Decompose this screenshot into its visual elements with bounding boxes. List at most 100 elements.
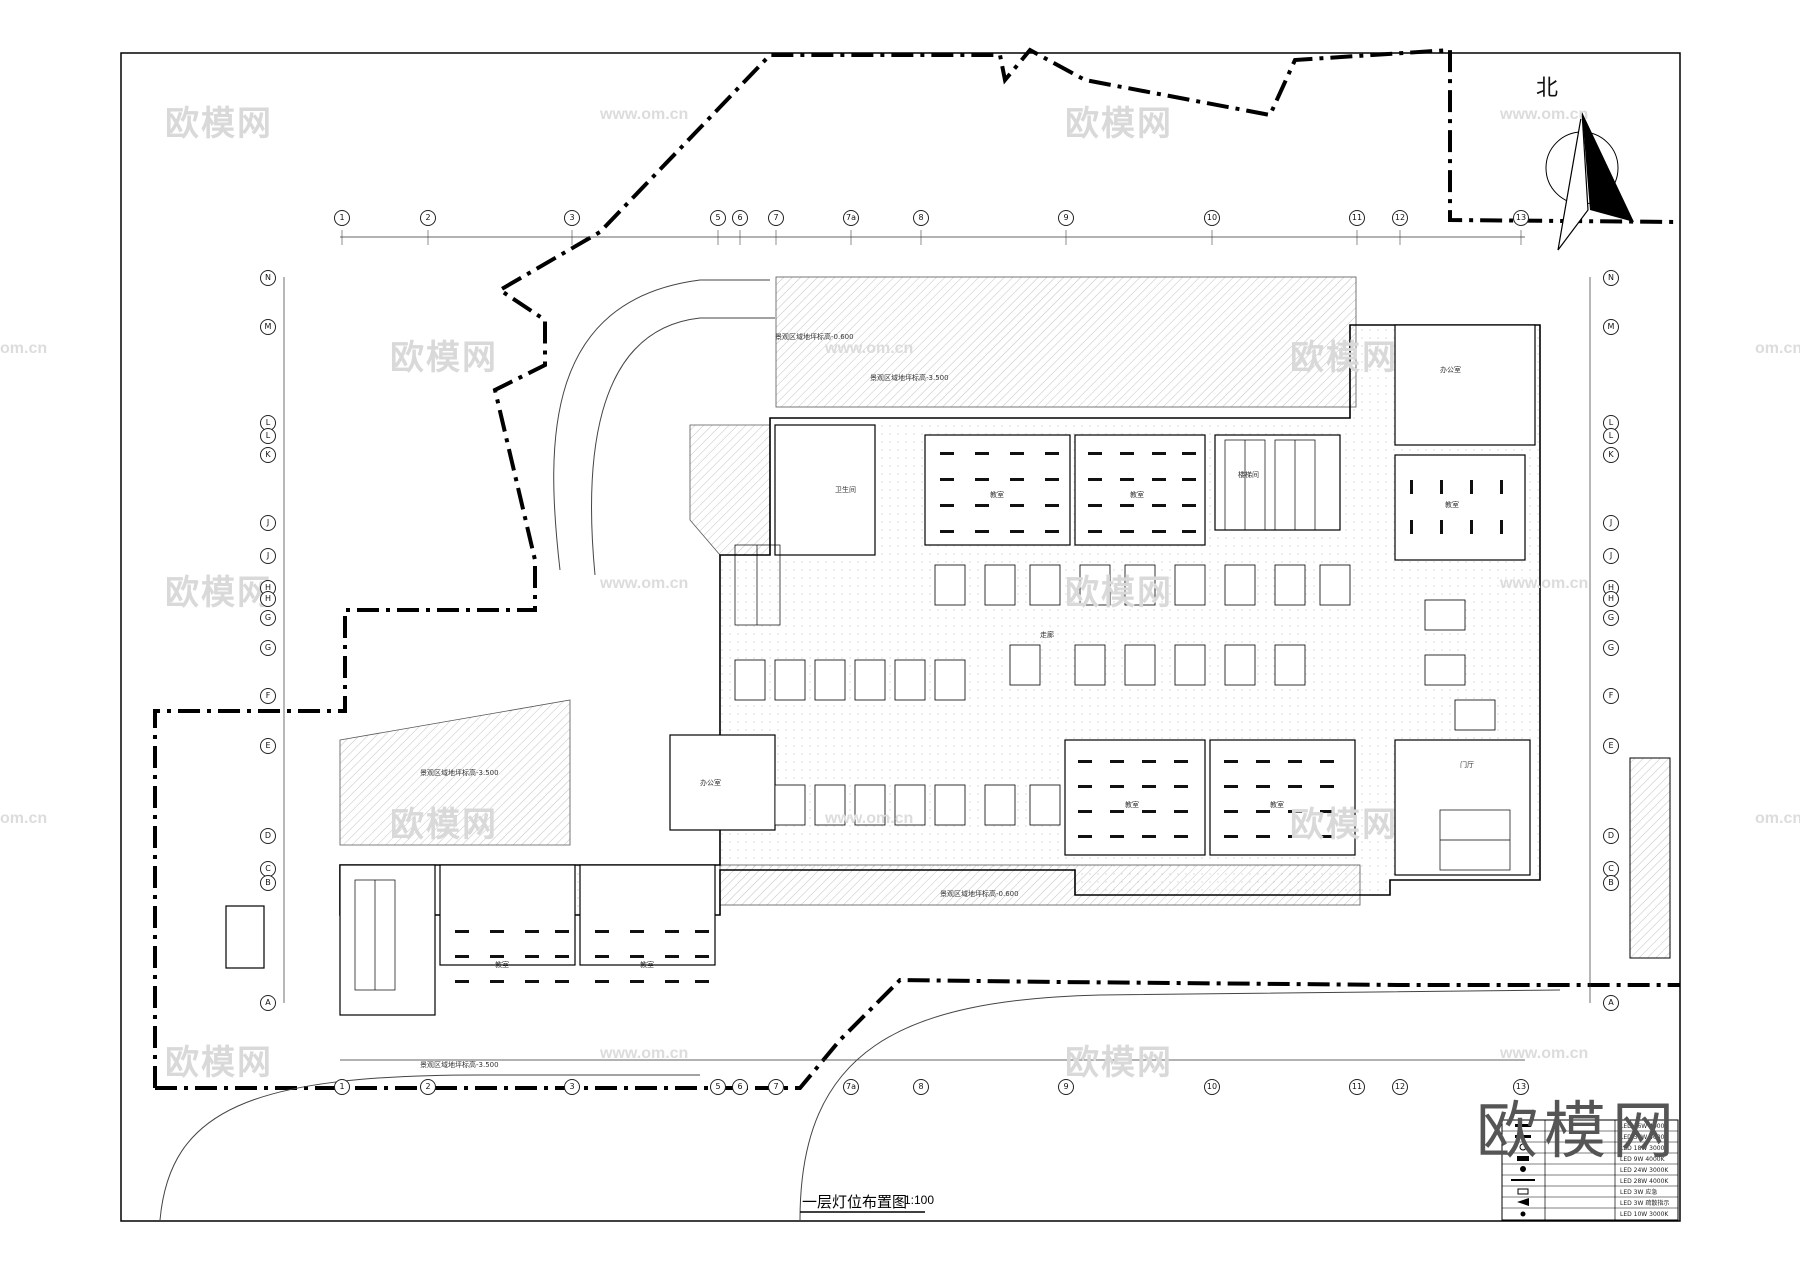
grid-axis-bubble: L bbox=[260, 415, 276, 431]
grid-axis-bubble: 2 bbox=[420, 210, 436, 226]
pool-square bbox=[225, 905, 265, 969]
grid-axis-bubble: 9 bbox=[1058, 1079, 1074, 1095]
grid-axis-bubble: G bbox=[260, 640, 276, 656]
road-arc-south bbox=[159, 1074, 700, 1221]
grid-axis-bubble: 13 bbox=[1513, 1079, 1529, 1095]
drawing-title: 一层灯位布置图 bbox=[802, 1193, 908, 1211]
watermark: 欧模网 bbox=[1065, 1043, 1173, 1083]
landscape-zone-west bbox=[339, 699, 571, 846]
grid-axis-bubble: 3 bbox=[564, 1079, 580, 1095]
grid-axis-bubble: K bbox=[260, 447, 276, 463]
grid-axis-ticks bbox=[341, 230, 1522, 245]
road-arc-south-east bbox=[799, 989, 1561, 1221]
grid-axis-bubble: 2 bbox=[420, 1079, 436, 1095]
watermark: 欧模网 bbox=[1065, 104, 1173, 144]
driveway-curve bbox=[553, 279, 770, 571]
legend-row-text: LED 18W 3000K bbox=[1620, 1145, 1669, 1152]
grid-axis-bubble: N bbox=[1603, 270, 1619, 286]
watermark-url: om.cn bbox=[1755, 340, 1800, 357]
watermark-url: www.om.cn bbox=[1500, 106, 1589, 123]
room-label: 卫生间 bbox=[835, 486, 856, 494]
grid-axis-bubble: M bbox=[1603, 319, 1619, 335]
grid-axis-bubble: L bbox=[1603, 428, 1619, 444]
legend-row-text: LED 3W 疏散指示 bbox=[1620, 1199, 1669, 1207]
landscape-zone-courtyard bbox=[689, 424, 771, 556]
grid-axis-bubble: 11 bbox=[1349, 1079, 1365, 1095]
stair-symbols bbox=[354, 439, 1511, 991]
watermark-url: www.om.cn bbox=[1500, 575, 1589, 592]
grid-axis-bubble: D bbox=[260, 828, 276, 844]
grid-axis-bubble: H bbox=[1603, 591, 1619, 607]
room-label: 景观区域地坪标高-3.500 bbox=[420, 769, 499, 777]
room-label: 教室 bbox=[1270, 801, 1284, 809]
grid-axis-bubble: C bbox=[260, 861, 276, 877]
grid-axis-bubble: J bbox=[1603, 515, 1619, 531]
driveway-curve-inner bbox=[591, 317, 775, 576]
grid-axis-bubble: 7a bbox=[843, 1079, 859, 1095]
grid-axis-bubble: 13 bbox=[1513, 210, 1529, 226]
grid-axis-bubble: 5 bbox=[710, 210, 726, 226]
watermark-url: www.om.cn bbox=[825, 810, 914, 827]
grid-axis-bubble: L bbox=[260, 428, 276, 444]
watermark-url: om.cn bbox=[0, 340, 48, 357]
grid-axis-bubble: E bbox=[260, 738, 276, 754]
room-label: 门厅 bbox=[1460, 761, 1474, 769]
room-label: 景观区域地坪标高-3.500 bbox=[870, 374, 949, 382]
room-label: 教室 bbox=[640, 961, 654, 969]
grid-axis-bubble: 6 bbox=[732, 210, 748, 226]
grid-axis-bubble: 9 bbox=[1058, 210, 1074, 226]
grid-axis-bubble: F bbox=[260, 688, 276, 704]
grid-axis-bubble: K bbox=[1603, 447, 1619, 463]
grid-axis-bubble: A bbox=[260, 995, 276, 1011]
grid-axis-bubble: 12 bbox=[1392, 210, 1408, 226]
watermark: 欧模网 bbox=[165, 1043, 273, 1083]
watermark: 欧模网 bbox=[165, 104, 273, 144]
grid-axis-bubble: J bbox=[1603, 548, 1619, 564]
grid-axis-bubble: 3 bbox=[564, 210, 580, 226]
grid-axis-bubble: 6 bbox=[732, 1079, 748, 1095]
grid-axis-bubble: F bbox=[1603, 688, 1619, 704]
grid-axis-bubble: 11 bbox=[1349, 210, 1365, 226]
watermark: 欧模网 bbox=[165, 573, 273, 613]
grid-axis-bubble: H bbox=[260, 591, 276, 607]
drawing-scale: 1:100 bbox=[904, 1193, 935, 1207]
grid-axis-bubble: G bbox=[1603, 610, 1619, 626]
site-boundary bbox=[153, 47, 1681, 1088]
room-label: 景观区域地坪标高-0.600 bbox=[940, 890, 1019, 898]
grid-axis-bubble: G bbox=[1603, 640, 1619, 656]
room-label: 景观区域地坪标高-0.600 bbox=[775, 333, 854, 341]
watermark-url: www.om.cn bbox=[1500, 1045, 1589, 1062]
legend-row-text: LED 10W 3000K bbox=[1620, 1211, 1669, 1218]
room-label: 楼梯间 bbox=[1238, 471, 1259, 479]
grid-axis-bubble: 8 bbox=[913, 1079, 929, 1095]
north-arrow bbox=[1545, 111, 1634, 251]
room-label: 教室 bbox=[1130, 491, 1144, 499]
legend-row-text: LED 9W 4000K bbox=[1620, 1156, 1666, 1163]
grid-axis-bubble: J bbox=[260, 515, 276, 531]
room-label: 景观区域地坪标高-3.500 bbox=[420, 1061, 499, 1069]
grid-axis-bubble: 7 bbox=[768, 1079, 784, 1095]
legend-row-text: LED 24W 3000K bbox=[1620, 1167, 1669, 1174]
grid-axis-bubble: 8 bbox=[913, 210, 929, 226]
grid-axis-bubble: B bbox=[260, 875, 276, 891]
grid-axis-bubble: 7 bbox=[768, 210, 784, 226]
grid-axis-bubble: 10 bbox=[1204, 210, 1220, 226]
grid-axis-bubble: 1 bbox=[334, 1079, 350, 1095]
watermark: 欧模网 bbox=[390, 805, 498, 845]
north-label: 北 bbox=[1536, 76, 1559, 101]
room-label: 走廊 bbox=[1040, 631, 1054, 639]
grid-axis-bubble: M bbox=[260, 319, 276, 335]
grid-axis-bubble: 12 bbox=[1392, 1079, 1408, 1095]
site-boundary-south bbox=[155, 977, 1680, 1090]
grid-axis-bubble: 10 bbox=[1204, 1079, 1220, 1095]
legend-row-text: LED 36W 4000K bbox=[1620, 1123, 1669, 1130]
grid-axis-bubble: G bbox=[260, 610, 276, 626]
watermark-url: www.om.cn bbox=[825, 340, 914, 357]
watermark: 欧模网 bbox=[1290, 805, 1398, 845]
room-label: 教室 bbox=[990, 491, 1004, 499]
watermark-url: om.cn bbox=[1755, 810, 1800, 827]
grid-axis-bubble: B bbox=[1603, 875, 1619, 891]
watermark: 欧模网 bbox=[1290, 338, 1398, 378]
